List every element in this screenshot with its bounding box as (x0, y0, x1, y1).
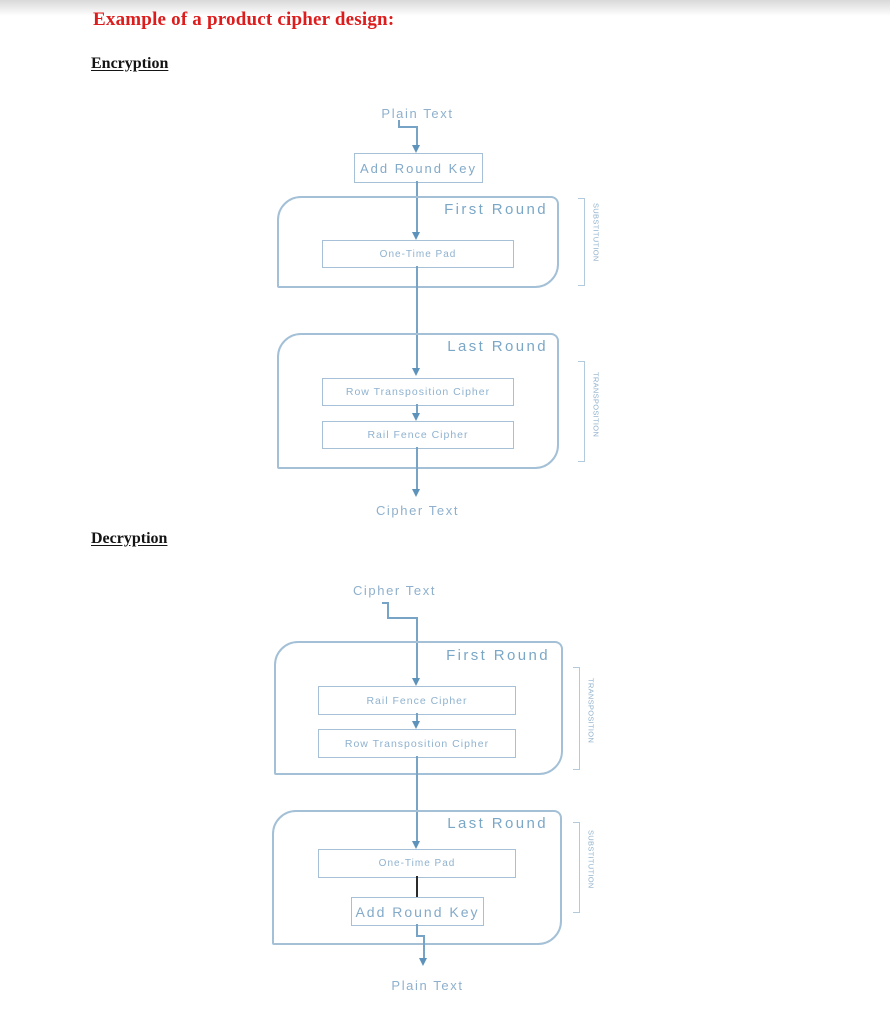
heading-decryption: Decryption (91, 530, 168, 547)
dec-exit-line-1 (416, 924, 418, 937)
dec-first-round-title: First Round (446, 647, 550, 664)
dec-connector-1 (416, 713, 418, 723)
dec-connector-2 (416, 756, 418, 842)
arrow-down-icon (412, 145, 420, 153)
enc-row-transposition-box: Row Transposition Cipher (322, 378, 514, 406)
dec-first-round-container (274, 641, 563, 775)
dec-last-round-title: Last Round (447, 815, 548, 832)
enc-connector-4 (416, 447, 418, 490)
bracket-icon (578, 198, 585, 286)
enc-first-round-container (277, 196, 559, 288)
dec-substitution-label: SUBSTITUTION (586, 830, 596, 889)
dec-input-label: Cipher Text (352, 583, 437, 598)
arrow-down-icon (412, 232, 420, 240)
dec-elbow-horizontal (387, 617, 418, 619)
enc-elbow-horizontal (398, 126, 418, 128)
dec-exit-jog (416, 935, 425, 937)
enc-connector-1 (416, 181, 418, 233)
dec-rail-fence-box: Rail Fence Cipher (318, 686, 516, 715)
dec-output-label: Plain Text (391, 978, 464, 993)
arrow-down-icon (412, 489, 420, 497)
bracket-icon (573, 667, 580, 770)
enc-one-time-pad-box: One-Time Pad (322, 240, 514, 268)
page-title: Example of a product cipher design: (93, 9, 395, 30)
enc-elbow-stub (398, 120, 400, 128)
arrow-down-icon (412, 841, 420, 849)
enc-output-label: Cipher Text (375, 503, 460, 518)
dec-add-round-key-box: Add Round Key (351, 897, 484, 926)
dec-elbow-vertical (416, 617, 418, 678)
enc-last-round-container (277, 333, 559, 469)
arrow-down-icon (412, 413, 420, 421)
dec-one-time-pad-box: One-Time Pad (318, 849, 516, 878)
enc-connector-3 (416, 404, 418, 414)
enc-elbow-vertical (416, 126, 418, 146)
dec-black-connector (416, 876, 418, 897)
enc-first-round-title: First Round (444, 201, 548, 218)
heading-encryption: Encryption (91, 55, 169, 72)
enc-transposition-label: TRANSPOSITION (591, 372, 601, 438)
arrow-down-icon (412, 721, 420, 729)
bracket-icon (578, 361, 585, 462)
bracket-icon (573, 822, 580, 913)
enc-add-round-key-box: Add Round Key (354, 153, 483, 183)
enc-input-label: Plain Text (381, 106, 454, 121)
enc-connector-2 (416, 266, 418, 369)
dec-transposition-label: TRANSPOSITION (586, 678, 596, 744)
arrow-down-icon (419, 958, 427, 966)
dec-elbow-cap (382, 602, 389, 604)
enc-last-round-title: Last Round (447, 338, 548, 355)
dec-last-round-container (272, 810, 562, 945)
dec-elbow-stub (387, 602, 389, 619)
dec-exit-line-2 (423, 935, 425, 959)
enc-substitution-label: SUBSTITUTION (591, 203, 601, 262)
arrow-down-icon (412, 368, 420, 376)
dec-row-transposition-box: Row Transposition Cipher (318, 729, 516, 758)
page-top-shadow (0, 0, 890, 16)
enc-rail-fence-box: Rail Fence Cipher (322, 421, 514, 449)
arrow-down-icon (412, 678, 420, 686)
